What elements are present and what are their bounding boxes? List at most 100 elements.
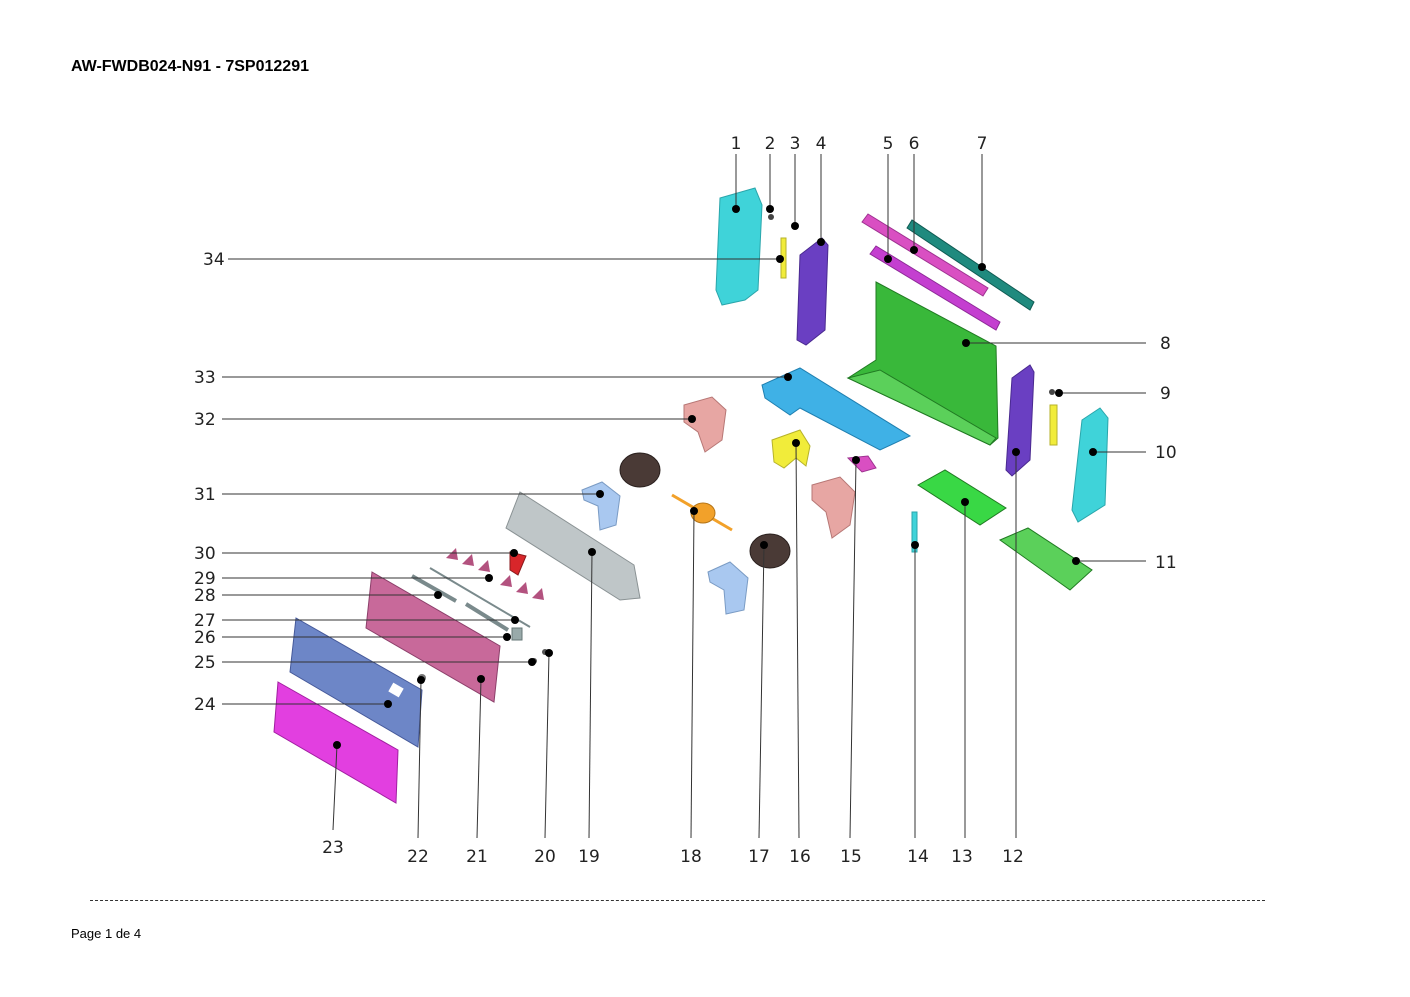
callout-24: 24 (194, 695, 216, 715)
part-control-box (998, 527, 1093, 591)
part-scroll-housing-2 (811, 476, 856, 539)
leader-dot-13 (961, 498, 969, 506)
part-screw (768, 214, 774, 220)
leader-dot-23 (333, 741, 341, 749)
leader-dot-27 (511, 616, 519, 624)
leader-dot-1 (732, 205, 740, 213)
callout-31: 31 (194, 485, 216, 505)
part-side-cover-left (715, 187, 763, 306)
leader-dot-20 (545, 649, 553, 657)
document-title: AW-FWDB024-N91 - 7SP012291 (71, 58, 309, 75)
part-top-rail (861, 213, 989, 297)
callout-5: 5 (883, 134, 894, 154)
leader-line-23 (332, 744, 338, 831)
part-filter-frame (289, 617, 423, 748)
callout-29: 29 (194, 569, 216, 589)
leader-dot-14 (911, 541, 919, 549)
leader-dot-7 (978, 263, 986, 271)
leader-line-15 (849, 459, 857, 839)
leader-dot-15 (852, 456, 860, 464)
leader-dot-5 (884, 255, 892, 263)
leader-dot-18 (690, 507, 698, 515)
leader-dot-21 (477, 675, 485, 683)
leader-dots (333, 205, 1097, 749)
part-side-cover-right (1071, 407, 1109, 523)
callout-18: 18 (680, 847, 702, 867)
leader-dot-17 (760, 541, 768, 549)
callout-19: 19 (578, 847, 600, 867)
callout-3: 3 (790, 134, 801, 154)
leader-dot-12 (1012, 448, 1020, 456)
callout-7: 7 (977, 134, 988, 154)
part-filter-window (388, 682, 404, 698)
part-bracket-yellow-right (1049, 404, 1058, 446)
callout-34: 34 (203, 250, 225, 270)
leader-dot-24 (384, 700, 392, 708)
leader-dot-10 (1089, 448, 1097, 456)
callout-8: 8 (1160, 334, 1171, 354)
part-link-rod (411, 574, 457, 603)
callout-32: 32 (194, 410, 216, 430)
parts-layer (273, 187, 1109, 804)
callout-numbers: 1 2 3 4 5 6 7 8 9 10 11 12 13 14 15 16 1… (194, 134, 1177, 867)
leader-lines (222, 154, 1146, 839)
leader-dot-34 (776, 255, 784, 263)
part-evaporator-coil (505, 491, 641, 601)
callout-20: 20 (534, 847, 556, 867)
callout-6: 6 (909, 134, 920, 154)
callout-26: 26 (194, 628, 216, 648)
leader-dot-22 (417, 676, 425, 684)
part-red-connector (509, 551, 527, 576)
part-drain-tray (917, 469, 1007, 526)
part-top-rail-teal (906, 219, 1035, 311)
callout-1: 1 (731, 134, 742, 154)
part-yellow-bracket (771, 429, 811, 469)
leader-dot-8 (962, 339, 970, 347)
leader-dot-2 (766, 205, 774, 213)
part-link-rod-3 (464, 602, 510, 632)
callout-11: 11 (1155, 553, 1177, 573)
part-scroll-housing (683, 396, 727, 453)
callout-16: 16 (789, 847, 811, 867)
callout-10: 10 (1155, 443, 1177, 463)
callout-12: 12 (1002, 847, 1024, 867)
part-side-plate-right (1005, 364, 1035, 477)
part-blower-wheel-2 (749, 533, 791, 569)
part-screw-right (1049, 389, 1055, 395)
leader-line-18 (690, 510, 695, 839)
leader-dot-28 (434, 591, 442, 599)
callout-14: 14 (907, 847, 929, 867)
leader-dot-29 (485, 574, 493, 582)
leader-line-19 (588, 551, 593, 839)
leader-dot-26 (503, 633, 511, 641)
part-blower-wheel (619, 452, 661, 488)
page-divider (90, 900, 1265, 901)
part-fan-housing (581, 481, 621, 531)
callout-13: 13 (951, 847, 973, 867)
leader-dot-3 (791, 222, 799, 230)
callout-17: 17 (748, 847, 770, 867)
callout-22: 22 (407, 847, 429, 867)
leader-dot-11 (1072, 557, 1080, 565)
part-side-plate-left (796, 237, 829, 346)
callout-27: 27 (194, 611, 216, 631)
callout-9: 9 (1160, 384, 1171, 404)
page-footer: Page 1 de 4 (71, 926, 142, 941)
part-clip (846, 455, 877, 473)
callout-21: 21 (466, 847, 488, 867)
leader-dot-6 (910, 246, 918, 254)
leader-dot-4 (817, 238, 825, 246)
leader-dot-25 (528, 658, 536, 666)
leader-line-20 (544, 652, 550, 839)
callout-33: 33 (194, 368, 216, 388)
callout-15: 15 (840, 847, 862, 867)
part-small-block (511, 627, 523, 641)
part-fan-housing-2 (707, 561, 749, 615)
leader-dot-32 (688, 415, 696, 423)
leader-dot-30 (510, 549, 518, 557)
part-top-rail-2 (869, 245, 1001, 331)
leader-dot-33 (784, 373, 792, 381)
leader-line-17 (758, 544, 765, 839)
leader-dot-9 (1055, 389, 1063, 397)
